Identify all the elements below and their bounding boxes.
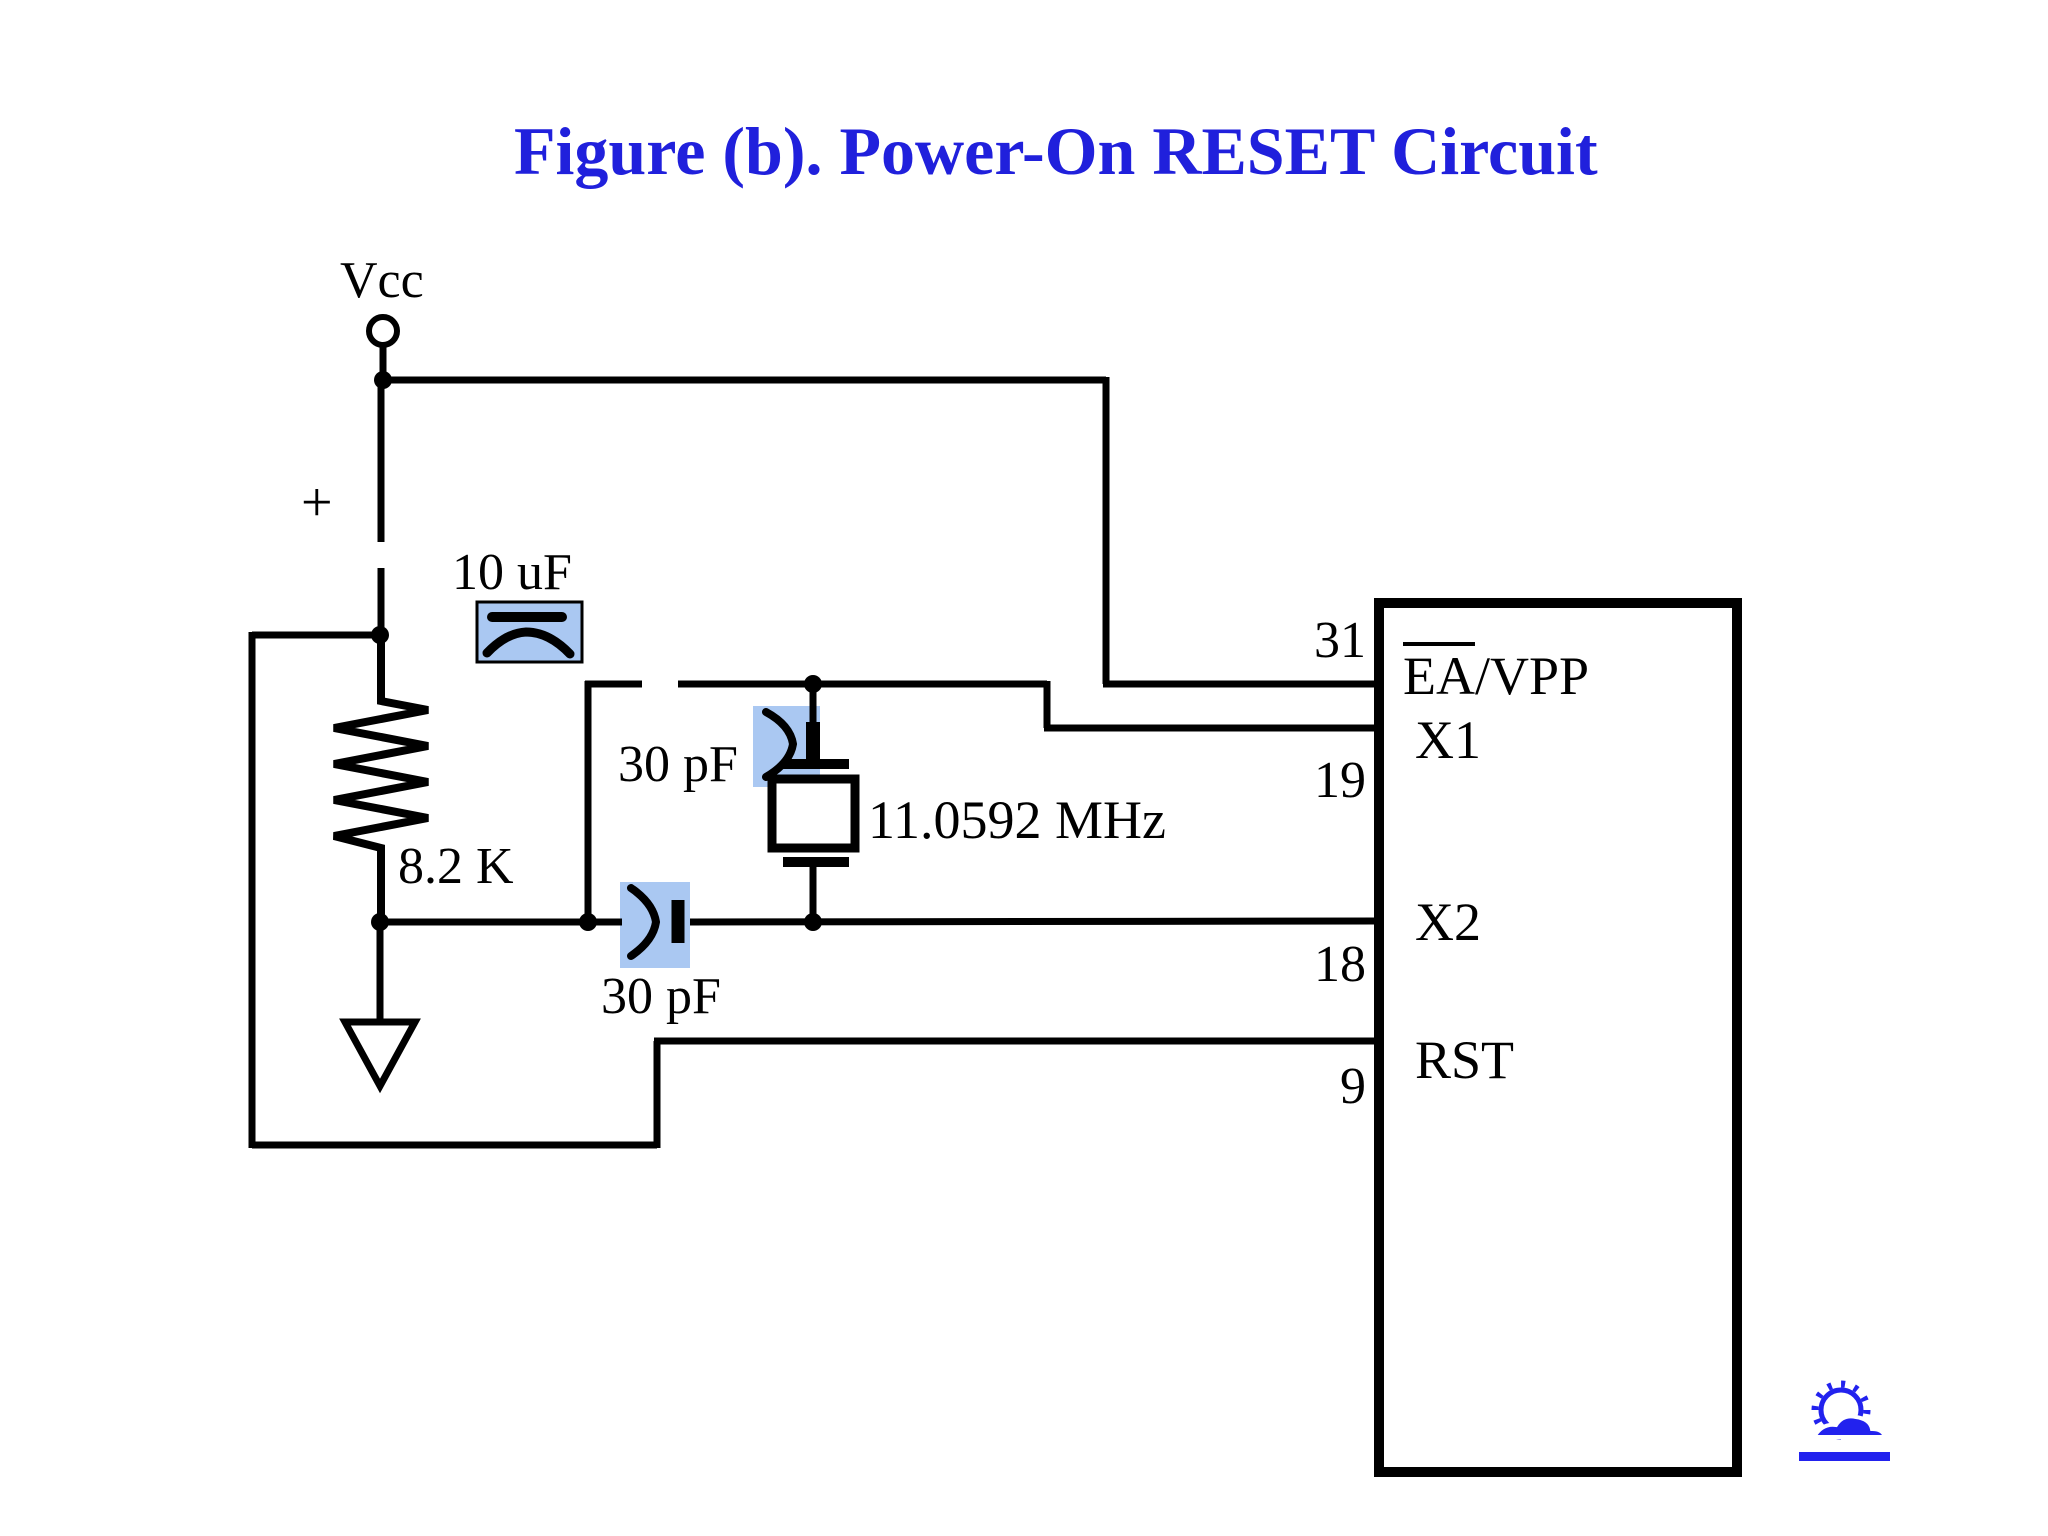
cap30pf-top-label: 30 pF	[618, 736, 738, 793]
pin-number-19: 19	[1314, 752, 1366, 809]
slide-logo-icon	[1799, 1380, 1890, 1461]
pin-number-9: 9	[1340, 1058, 1366, 1115]
pin-label-ea-vpp: EA/VPP	[1403, 648, 1589, 705]
vcc-label: Vcc	[340, 252, 424, 309]
resistor-label: 8.2 K	[398, 838, 514, 895]
cap30pf-bottom-label: 30 pF	[601, 968, 721, 1025]
wire-x2-pin	[689, 917, 1380, 926]
vcc-terminal-circle	[366, 314, 400, 348]
chip-body	[1374, 598, 1742, 1477]
pin-number-31: 31	[1314, 612, 1366, 669]
pin-number-18: 18	[1314, 936, 1366, 993]
crystal-body	[767, 774, 860, 853]
slide-title: Figure (b). Power-On RESET Circuit	[514, 113, 1598, 189]
pin-label-ea-overlined: EA	[1403, 646, 1475, 706]
capacitor-top-curved-plate	[762, 708, 798, 781]
pin-label-vpp-rest: /VPP	[1474, 646, 1590, 706]
pin-label-x1: X1	[1415, 710, 1481, 770]
crystal-label: 11.0592 MHz	[868, 790, 1166, 850]
cap-icon-curved-plate	[482, 627, 575, 659]
ground-symbol	[339, 1018, 421, 1094]
slide-logo-underline	[1799, 1452, 1890, 1461]
cap10uf-label: 10 uF	[452, 544, 572, 601]
pin-label-rst: RST	[1415, 1030, 1515, 1090]
capacitor-bottom-curved-plate	[627, 884, 661, 960]
resistor-zigzag	[333, 635, 429, 922]
pin-label-x2: X2	[1415, 892, 1481, 952]
plus-sign: +	[301, 472, 333, 534]
